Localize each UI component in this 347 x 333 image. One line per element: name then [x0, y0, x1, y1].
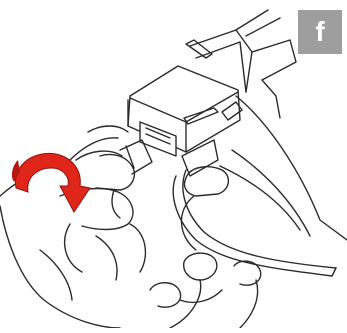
connector-icon: [128, 66, 242, 176]
hand-icon: [0, 126, 152, 328]
rotate-arrow-icon: [12, 153, 90, 212]
step-badge: f: [298, 10, 342, 54]
